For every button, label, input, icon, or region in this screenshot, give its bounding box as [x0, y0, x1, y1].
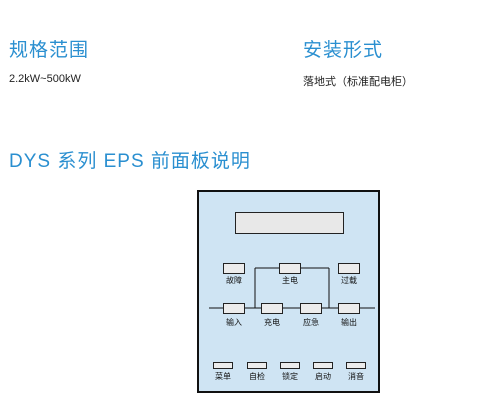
charge-label: 充电: [264, 318, 280, 327]
selftest-label: 自检: [249, 372, 265, 381]
overload-indicator: [338, 263, 360, 274]
input-label: 输入: [226, 318, 242, 327]
emergency-label: 应急: [303, 318, 319, 327]
lock-label: 锁定: [282, 372, 298, 381]
fault-label: 故障: [226, 276, 242, 285]
output-label: 输出: [341, 318, 357, 327]
install-heading: 安装形式: [303, 40, 384, 61]
spec-value: 2.2kW~500kW: [9, 73, 81, 85]
lcd-display: [235, 212, 344, 234]
lock-button[interactable]: [280, 362, 300, 369]
selftest-button[interactable]: [247, 362, 267, 369]
output-indicator: [338, 303, 360, 314]
mute-button[interactable]: [346, 362, 366, 369]
menu-label: 菜单: [215, 372, 231, 381]
mains-label: 主电: [282, 276, 298, 285]
charge-indicator: [261, 303, 283, 314]
panel-section-heading: DYS 系列 EPS 前面板说明: [9, 151, 251, 172]
spec-heading: 规格范围: [9, 40, 90, 61]
emergency-indicator: [300, 303, 322, 314]
install-value: 落地式（标准配电柜）: [303, 76, 413, 88]
input-indicator: [223, 303, 245, 314]
front-panel-diagram: 故障 主电 过载 输入 充电 应急 输出 菜单 自检 锁定 启动 消音: [197, 190, 380, 393]
start-button[interactable]: [313, 362, 333, 369]
fault-indicator: [223, 263, 245, 274]
mains-indicator: [279, 263, 301, 274]
start-label: 启动: [315, 372, 331, 381]
menu-button[interactable]: [213, 362, 233, 369]
mute-label: 消音: [348, 372, 364, 381]
overload-label: 过载: [341, 276, 357, 285]
